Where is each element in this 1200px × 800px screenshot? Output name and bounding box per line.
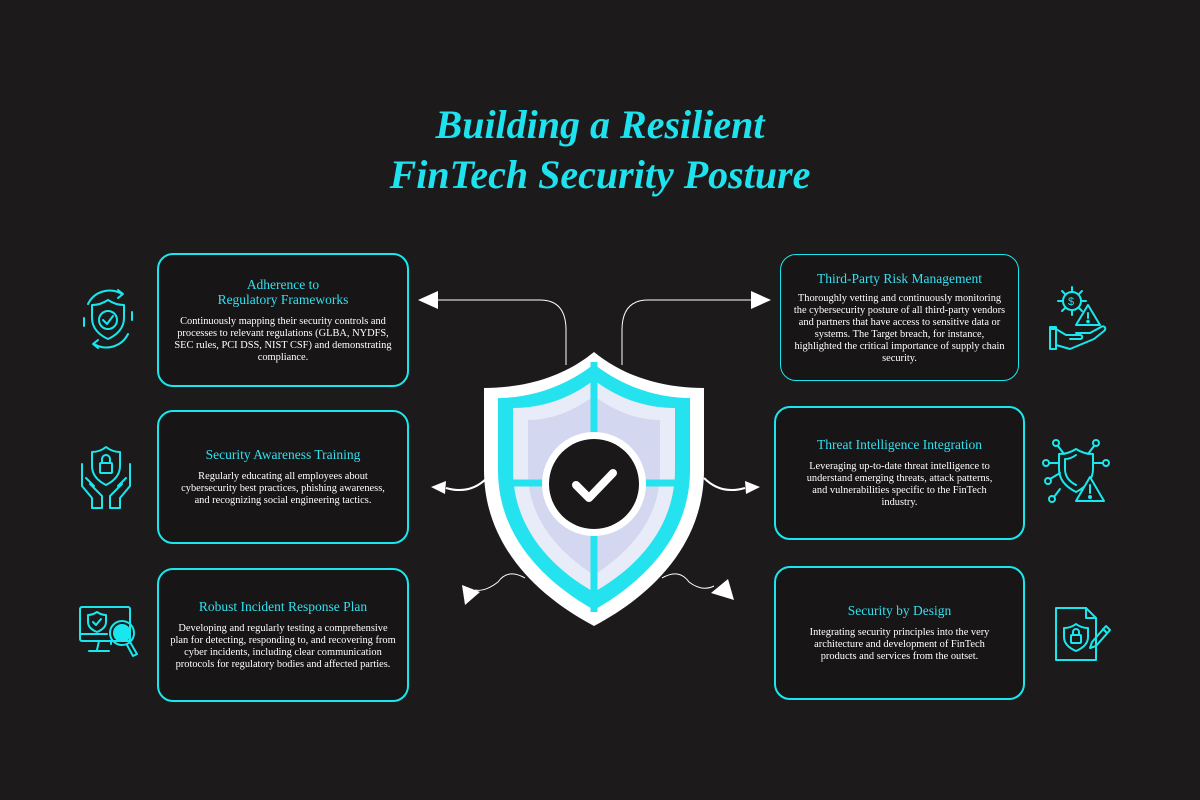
card-third-party: Third-Party Risk Management Thoroughly v… bbox=[780, 254, 1019, 381]
arrowhead-top-right bbox=[751, 291, 771, 309]
card-regulatory-title: Adherence to Regulatory Frameworks bbox=[217, 276, 349, 307]
card-incident-title: Robust Incident Response Plan bbox=[198, 599, 368, 614]
arrowhead-middle-right bbox=[745, 481, 760, 494]
card-by-design: Security by Design Integrating security … bbox=[774, 566, 1025, 700]
connector-bottom-left bbox=[474, 573, 526, 591]
monitor-shield-magnifier-icon bbox=[77, 604, 139, 662]
arrowhead-bottom-left bbox=[462, 585, 480, 605]
arrowhead-bottom-right bbox=[711, 579, 734, 600]
connector-middle-left bbox=[445, 477, 488, 491]
check-mark bbox=[572, 469, 617, 502]
card-regulatory: Adherence to Regulatory Frameworks Conti… bbox=[157, 253, 409, 387]
card-incident-body: Developing and regularly testing a compr… bbox=[170, 623, 396, 670]
card-third-party-title: Third-Party Risk Management bbox=[817, 270, 982, 286]
card-incident: Robust Incident Response Plan Developing… bbox=[157, 568, 409, 702]
card-awareness-body: Regularly educating all employees about … bbox=[181, 471, 385, 506]
connector-middle-right bbox=[703, 477, 746, 491]
svg-text:$: $ bbox=[1068, 296, 1074, 308]
hand-gear-risk-icon: $ bbox=[1046, 283, 1110, 353]
arrowhead-middle-left bbox=[431, 481, 446, 494]
connector-bottom-right bbox=[661, 573, 715, 589]
check-circle bbox=[549, 439, 639, 529]
card-third-party-body: Thoroughly vetting and continuously moni… bbox=[793, 292, 1006, 364]
card-threat-intel-title: Threat Intelligence Integration bbox=[817, 437, 982, 452]
infographic-title: Building a Resilient FinTech Security Po… bbox=[0, 100, 1200, 200]
document-lock-pen-icon bbox=[1052, 604, 1112, 664]
card-awareness: Security Awareness Training Regularly ed… bbox=[157, 410, 409, 544]
shield-network-warning-icon bbox=[1042, 437, 1110, 507]
connector-top-left bbox=[436, 299, 567, 365]
title-line-1: Building a Resilient bbox=[435, 102, 765, 147]
card-by-design-body: Integrating security principles into the… bbox=[809, 627, 990, 662]
card-threat-intel: Threat Intelligence Integration Leveragi… bbox=[774, 406, 1025, 540]
card-threat-intel-body: Leveraging up-to-date threat intelligenc… bbox=[806, 461, 993, 508]
card-by-design-title: Security by Design bbox=[847, 603, 952, 618]
connector-top-right bbox=[621, 299, 752, 365]
hands-shield-lock-icon bbox=[78, 444, 134, 512]
title-line-2: FinTech Security Posture bbox=[389, 152, 811, 197]
card-regulatory-body: Continuously mapping their security cont… bbox=[174, 315, 392, 363]
card-awareness-title: Security Awareness Training bbox=[205, 447, 361, 462]
shield-check-cycle-icon bbox=[78, 288, 138, 350]
arrowhead-top-left bbox=[418, 291, 438, 309]
